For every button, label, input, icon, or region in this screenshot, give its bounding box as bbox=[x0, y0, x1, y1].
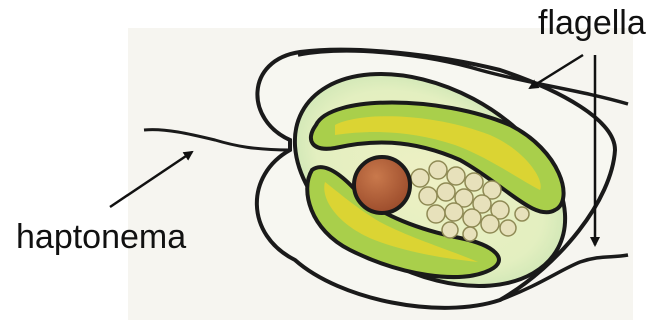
haptonema-label: haptonema bbox=[16, 220, 186, 254]
flagella-label: flagella bbox=[538, 6, 646, 40]
nucleus bbox=[354, 157, 410, 213]
